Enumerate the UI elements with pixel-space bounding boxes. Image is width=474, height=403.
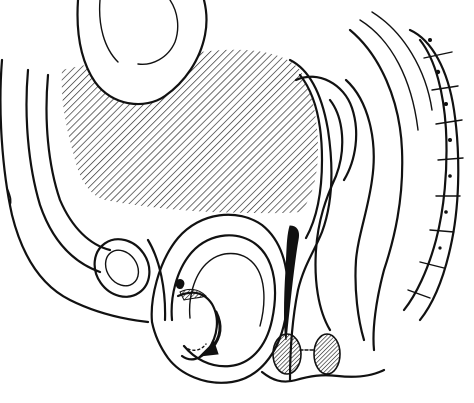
- small-dark-mark: [176, 280, 184, 289]
- sphincter-left: [273, 334, 301, 374]
- prolapse-loop-inner: [190, 254, 264, 327]
- vertebrae-segments: [408, 52, 463, 298]
- invaginated-segment-hatch: [180, 289, 206, 300]
- posterior-line-2: [372, 12, 432, 110]
- dark-wedge-pouch: [285, 226, 299, 340]
- posterior-line-1: [360, 20, 418, 130]
- rectum-wall-3: [346, 80, 374, 340]
- pubic-bone-inner: [99, 244, 145, 292]
- sphincter-right: [314, 334, 340, 374]
